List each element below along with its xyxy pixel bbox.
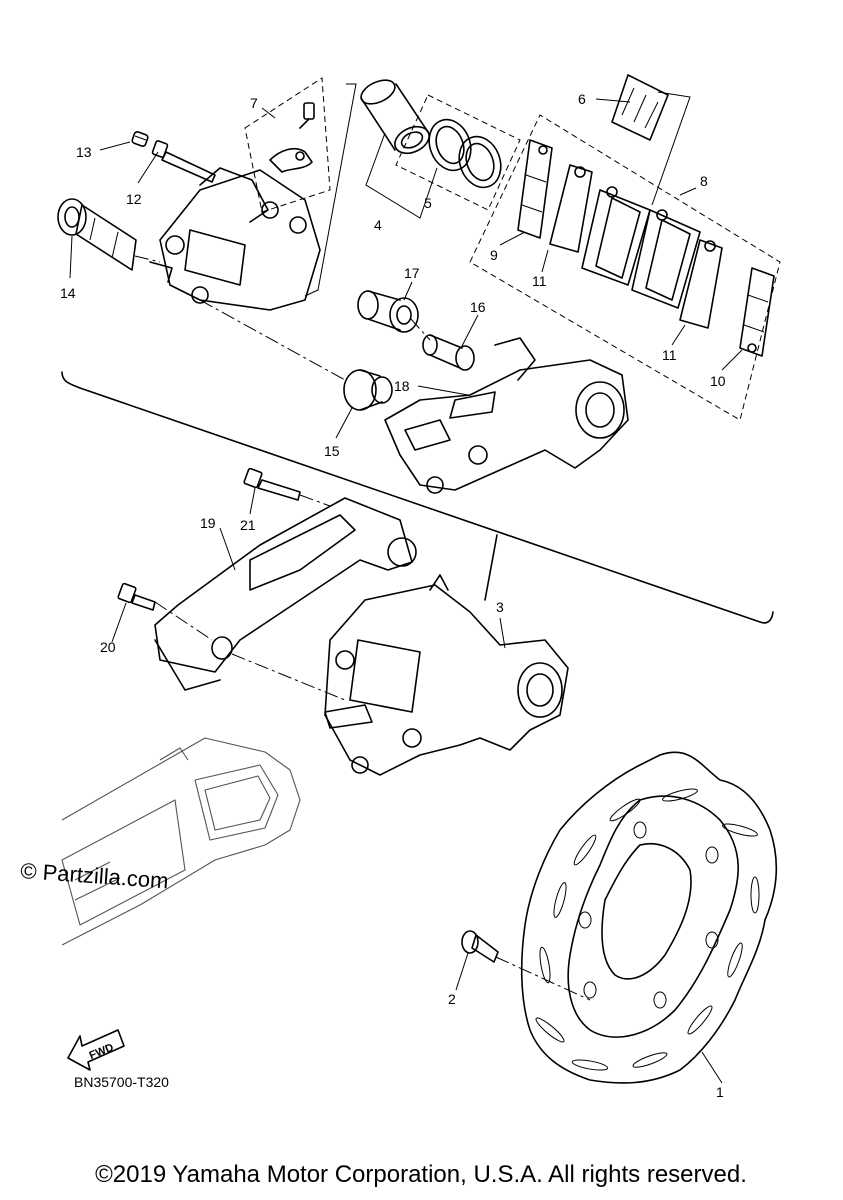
sleeve-part-16 xyxy=(422,334,475,371)
pad-spring-part-6 xyxy=(611,74,669,141)
leader-10 xyxy=(721,349,743,371)
pad-shim-part-10 xyxy=(739,267,775,357)
slide-pin-part-14 xyxy=(57,198,137,271)
swingarm-outline xyxy=(61,737,301,946)
part-label-2: 2 xyxy=(448,991,456,1007)
part-label-21: 21 xyxy=(240,517,256,533)
assembly-bracket-stem xyxy=(484,534,498,601)
group-box-8 xyxy=(469,114,781,421)
part-label-7: 7 xyxy=(250,95,258,111)
brake-pad-backing-b xyxy=(631,209,701,309)
part-label-9: 9 xyxy=(490,247,498,263)
brake-pad-part-11-b xyxy=(679,239,723,329)
leader-12 xyxy=(137,151,159,184)
part-label-19: 19 xyxy=(200,515,216,531)
part-label-3: 3 xyxy=(496,599,504,615)
boot-part-15 xyxy=(343,369,393,411)
bracket-4-5 xyxy=(365,132,438,219)
part-label-12: 12 xyxy=(126,191,142,207)
forward-arrow-icon: FWD xyxy=(67,1029,125,1071)
leader-13 xyxy=(99,141,131,151)
bolt-part-20 xyxy=(117,582,156,611)
part-label-5: 5 xyxy=(424,195,432,211)
part-label-14: 14 xyxy=(60,285,76,301)
bracket-arm-part-19 xyxy=(154,497,417,691)
piston-seals-part-5 xyxy=(428,118,502,189)
piston-part-4 xyxy=(360,79,430,155)
leader-19 xyxy=(219,527,236,571)
bolt-part-21 xyxy=(243,467,301,501)
bracket-6 xyxy=(651,91,691,206)
group-box-7 xyxy=(244,77,331,213)
axis-line-caliper-15 xyxy=(199,299,346,381)
axis-line-14 xyxy=(134,255,161,263)
part-label-16: 16 xyxy=(470,299,486,315)
part-label-8: 8 xyxy=(700,173,708,189)
part-label-15: 15 xyxy=(324,443,340,459)
axis-line-bracket-3 xyxy=(231,653,346,701)
axis-line-bracket-20 xyxy=(154,601,213,641)
axis-line-21 xyxy=(299,494,331,507)
leader-6 xyxy=(595,98,631,103)
leader-8 xyxy=(679,187,697,196)
pad-shim-part-9 xyxy=(517,139,553,239)
leader-2 xyxy=(455,952,469,991)
leader-11b xyxy=(671,324,686,346)
leader-15 xyxy=(335,407,353,439)
axis-line-disc xyxy=(495,956,591,1001)
leader-17 xyxy=(403,281,413,301)
caliper-assembly-part-3 xyxy=(324,574,569,776)
leader-20 xyxy=(111,602,127,643)
diagram-code: BN35700-T320 xyxy=(74,1074,169,1090)
leader-3 xyxy=(499,617,506,649)
leader-11a xyxy=(541,249,549,273)
dust-boot-part-17 xyxy=(357,290,419,333)
bracket-main xyxy=(304,83,357,297)
leader-21 xyxy=(249,487,256,515)
forward-arrow-label: FWD xyxy=(88,1042,116,1063)
part-label-20: 20 xyxy=(100,639,116,655)
part-label-11-b: 11 xyxy=(662,347,677,363)
part-label-18: 18 xyxy=(394,378,410,394)
copyright-notice: ©2019 Yamaha Motor Corporation, U.S.A. A… xyxy=(95,1161,747,1188)
leader-16 xyxy=(461,314,479,347)
caliper-body-top xyxy=(149,167,321,311)
brake-disc-part-1 xyxy=(520,751,778,1084)
part-label-17: 17 xyxy=(404,265,420,281)
leader-7 xyxy=(261,107,276,119)
leader-9 xyxy=(499,231,526,246)
part-label-11-a: 11 xyxy=(532,273,547,289)
disc-bolt-part-2 xyxy=(461,930,499,963)
brake-pad-part-11-a xyxy=(549,164,593,253)
part-label-4: 4 xyxy=(374,217,382,233)
leader-18 xyxy=(417,385,469,396)
part-label-13: 13 xyxy=(76,144,92,160)
pin-bolt-part-12 xyxy=(151,140,216,183)
brake-pad-backing-a xyxy=(581,186,651,286)
partzilla-watermark: © Partzilla.com xyxy=(20,858,170,893)
leader-14 xyxy=(69,235,73,279)
part-label-6: 6 xyxy=(578,91,586,107)
leader-1 xyxy=(701,1051,723,1084)
part-label-1: 1 xyxy=(716,1084,724,1100)
bleed-cap-part-13 xyxy=(131,131,149,147)
part-label-10: 10 xyxy=(710,373,726,389)
caliper-bracket-part-18 xyxy=(384,337,629,494)
axis-line-17-16 xyxy=(409,317,431,341)
assembly-bracket-curve xyxy=(61,371,774,624)
bleed-screw-part-7 xyxy=(269,102,315,173)
